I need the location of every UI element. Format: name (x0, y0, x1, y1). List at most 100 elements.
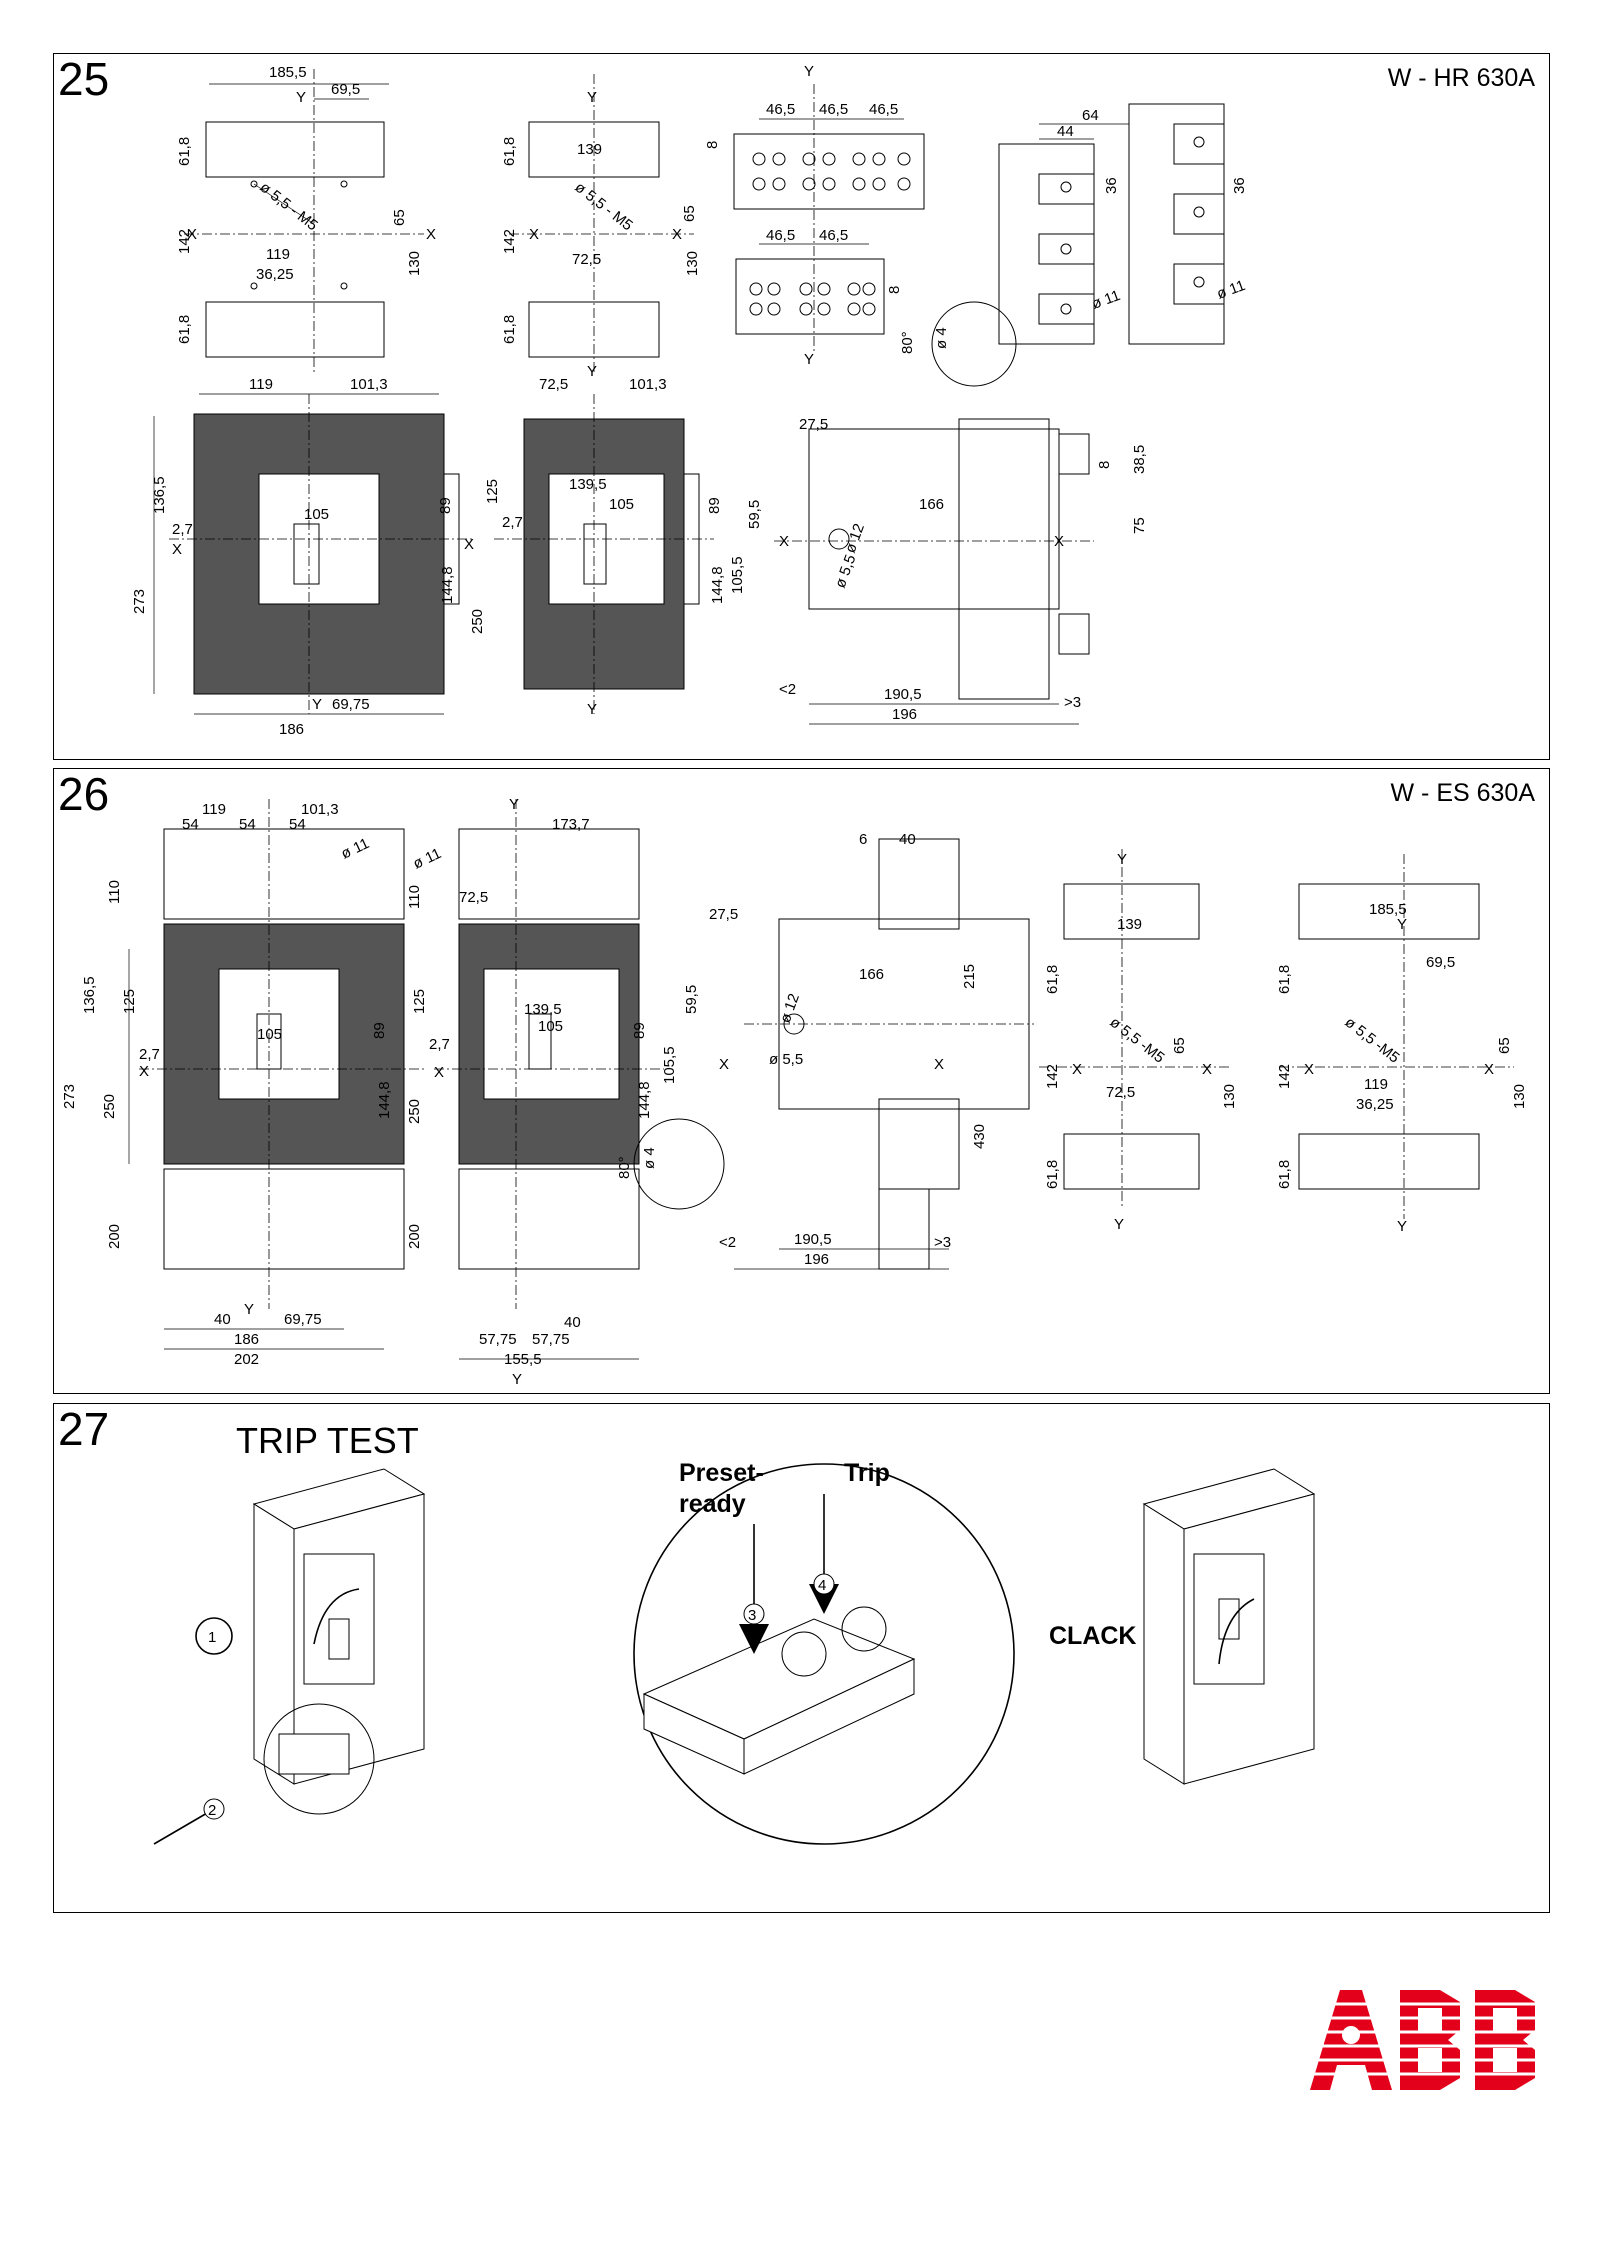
svg-text:27,5: 27,5 (709, 906, 738, 923)
svg-text:40: 40 (214, 1311, 231, 1328)
svg-text:61,8: 61,8 (501, 315, 518, 344)
svg-text:>3: >3 (1064, 694, 1081, 711)
svg-text:89: 89 (706, 497, 723, 514)
svg-text:110: 110 (106, 880, 123, 904)
svg-text:130: 130 (1511, 1084, 1528, 1109)
svg-text:250: 250 (406, 1099, 423, 1124)
svg-text:173,7: 173,7 (552, 816, 590, 833)
svg-text:61,8: 61,8 (1276, 1160, 1293, 1189)
dim-61-8-bot: 61,8 (176, 315, 193, 344)
svg-text:36: 36 (1231, 177, 1248, 194)
axis-x-right: X (426, 226, 436, 243)
svg-text:61,8: 61,8 (1276, 965, 1293, 994)
svg-text:69,5: 69,5 (1426, 954, 1455, 971)
dim-185-5: 185,5 (269, 64, 307, 81)
panel-number: 25 (58, 53, 110, 105)
svg-text:<2: <2 (779, 681, 796, 698)
hole-spec: ø 5,5 - M5 (257, 179, 321, 234)
svg-text:139,5: 139,5 (524, 1001, 562, 1018)
svg-text:X: X (934, 1056, 944, 1073)
cutout-bottom (205, 301, 385, 358)
zoom-detail: 3 4 (633, 1463, 1015, 1845)
svg-text:>3: >3 (934, 1234, 951, 1251)
svg-text:ø 11: ø 11 (411, 845, 444, 873)
svg-text:46,5: 46,5 (819, 227, 848, 244)
svg-text:196: 196 (892, 706, 917, 723)
svg-text:ø 12: ø 12 (842, 521, 868, 555)
svg-text:X: X (672, 226, 682, 243)
svg-text:430: 430 (971, 1124, 988, 1149)
svg-text:ø 5,5: ø 5,5 (832, 552, 860, 590)
svg-text:273: 273 (61, 1084, 78, 1109)
panel-number: 26 (58, 768, 110, 820)
svg-text:119: 119 (249, 376, 273, 393)
svg-text:144,8: 144,8 (709, 566, 726, 604)
svg-text:46,5: 46,5 (766, 101, 795, 118)
model-label: W - ES 630A (1390, 779, 1536, 807)
svg-text:3: 3 (748, 1607, 756, 1624)
drilling-template-3p: 139 Y 61,8 142 61,8 ø 5,5 - M5 65 130 72… (501, 74, 701, 380)
svg-text:57,75: 57,75 (532, 1331, 570, 1348)
svg-text:Y: Y (804, 63, 814, 80)
svg-text:200: 200 (106, 1224, 123, 1249)
svg-text:54: 54 (239, 816, 256, 833)
svg-text:ø 4: ø 4 (641, 1147, 658, 1169)
svg-text:Y: Y (244, 1301, 254, 1318)
dim-65: 65 (391, 209, 408, 226)
svg-text:ø 11: ø 11 (1215, 277, 1248, 303)
svg-text:2: 2 (208, 1802, 216, 1819)
svg-text:250: 250 (469, 609, 486, 634)
svg-text:196: 196 (804, 1251, 829, 1268)
svg-text:59,5: 59,5 (683, 985, 700, 1014)
breaker-left: 1 2 (153, 1468, 426, 1845)
svg-text:80°: 80° (899, 331, 916, 354)
trip-test-title: TRIP TEST (236, 1420, 419, 1461)
svg-text:ø 11: ø 11 (1090, 287, 1123, 313)
svg-text:Y: Y (1114, 1216, 1124, 1233)
breaker-right (1142, 1468, 1316, 1785)
panel-25-drawing: 185,5 69,5 Y 61,8 142 61,8 ø 5,5 - M5 65… (131, 63, 1248, 738)
svg-text:8: 8 (886, 286, 903, 294)
svg-text:Y: Y (1397, 916, 1407, 933)
svg-text:61,8: 61,8 (1044, 965, 1061, 994)
dim-139: 139 (577, 141, 602, 158)
svg-text:X: X (719, 1056, 729, 1073)
axis-y: Y (296, 89, 306, 106)
panel-25: 25 W - HR 630A 185,5 69,5 Y 61,8 142 61,… (53, 53, 1550, 760)
svg-text:136,5: 136,5 (151, 476, 168, 514)
svg-text:X: X (434, 1064, 444, 1081)
svg-text:65: 65 (1496, 1037, 1513, 1054)
svg-text:59,5: 59,5 (746, 500, 763, 529)
svg-text:105: 105 (304, 506, 329, 523)
svg-text:38,5: 38,5 (1131, 445, 1148, 474)
trip-label: Trip (844, 1459, 890, 1487)
svg-text:89: 89 (371, 1022, 388, 1039)
drilling-template-4p: 185,5 Y 69,5 61,8 142 61,8 ø 5,5 -M5 65 … (1276, 854, 1528, 1235)
svg-text:105: 105 (609, 496, 634, 513)
svg-text:130: 130 (684, 251, 701, 276)
panel-26: 26 W - ES 630A 119 101,3 54 54 54 ø 11 1… (53, 768, 1550, 1394)
svg-text:ø 5,5 -M5: ø 5,5 -M5 (1342, 1014, 1403, 1067)
svg-text:2,7: 2,7 (139, 1046, 160, 1063)
svg-text:X: X (1304, 1061, 1314, 1078)
svg-text:125: 125 (121, 989, 138, 1014)
svg-text:190,5: 190,5 (884, 686, 922, 703)
front-view-3p: 72,5 101,3 125 139,5 105 2,7 X 250 89 14… (464, 376, 726, 718)
svg-text:142: 142 (1044, 1064, 1061, 1089)
dim-130: 130 (406, 251, 423, 276)
dim-61-8-top: 61,8 (176, 137, 193, 166)
svg-text:185,5: 185,5 (1369, 901, 1407, 918)
svg-text:72,5: 72,5 (539, 376, 568, 393)
svg-text:215: 215 (961, 964, 978, 989)
svg-text:101,3: 101,3 (350, 376, 388, 393)
svg-text:Y: Y (587, 89, 597, 106)
svg-text:2,7: 2,7 (502, 514, 523, 531)
svg-text:65: 65 (1171, 1037, 1188, 1054)
svg-text:142: 142 (1276, 1064, 1293, 1089)
clack-label: CLACK (1049, 1622, 1137, 1650)
svg-text:110: 110 (406, 885, 423, 909)
svg-text:X: X (464, 536, 474, 553)
abb-logo (1310, 1990, 1548, 2090)
svg-text:X: X (1484, 1061, 1494, 1078)
svg-text:44: 44 (1057, 123, 1074, 140)
